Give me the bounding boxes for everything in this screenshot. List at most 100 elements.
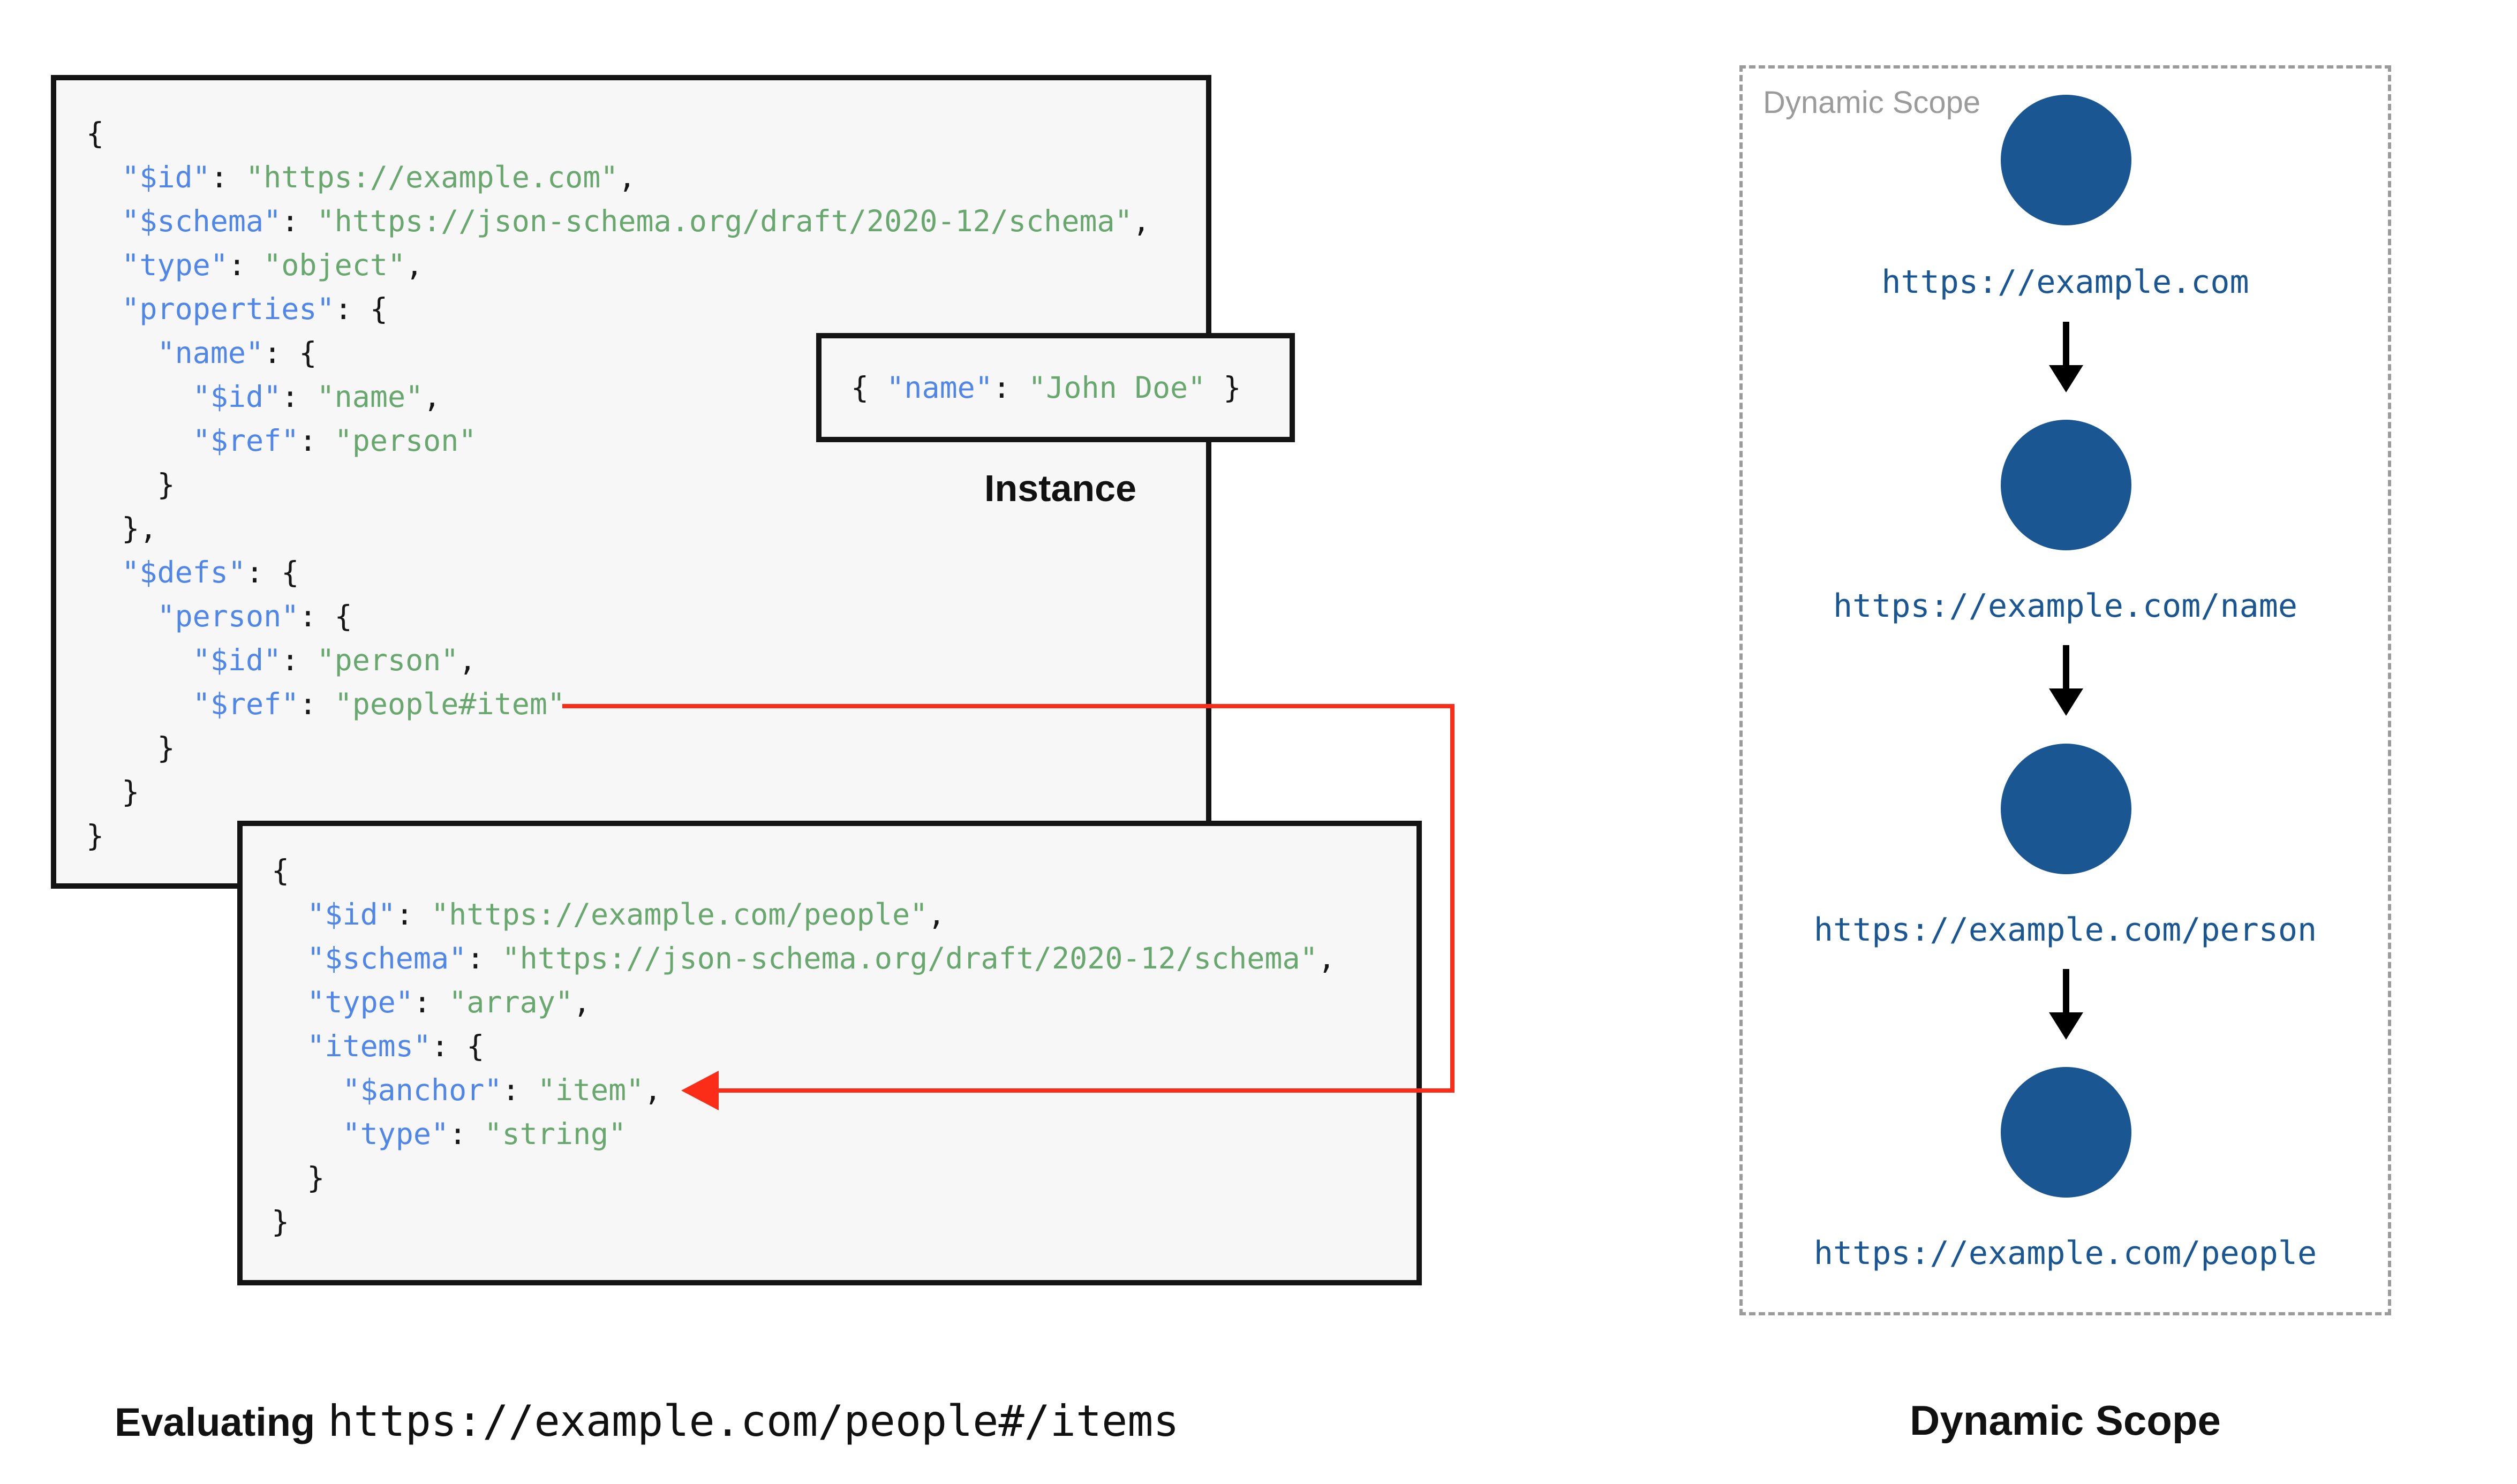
code-string: "John Doe"	[1028, 370, 1206, 405]
code-line: {	[86, 111, 1206, 155]
code-punctuation: }	[86, 467, 175, 502]
code-line: "$schema": "https://json-schema.org/draf…	[272, 936, 1416, 980]
code-punctuation: ,	[458, 643, 477, 677]
code-punctuation	[86, 336, 157, 370]
code-punctuation: }	[86, 775, 140, 809]
scope-node-url: https://example.com/person	[1813, 911, 2317, 949]
code-string: "string"	[484, 1117, 627, 1151]
code-line: }	[86, 726, 1206, 770]
code-punctuation	[272, 1029, 307, 1063]
code-punctuation	[272, 1073, 342, 1107]
schema-people-box: { "$id": "https://example.com/people", "…	[237, 821, 1422, 1285]
code-line: }	[272, 1156, 1416, 1200]
code-line: "person": {	[86, 594, 1206, 638]
code-line: "$defs": {	[86, 550, 1206, 594]
scope-node-url: https://example.com/name	[1833, 587, 2297, 625]
code-punctuation: :	[466, 941, 502, 975]
scope-node-url: https://example.com	[1881, 263, 2249, 301]
code-line: }	[272, 1200, 1416, 1244]
code-line: "type": "string"	[272, 1112, 1416, 1156]
code-punctuation: ,	[1317, 941, 1336, 975]
code-punctuation: {	[851, 370, 887, 405]
code-line: "$id": "https://example.com/people",	[272, 892, 1416, 936]
code-punctuation	[86, 160, 122, 194]
code-punctuation	[86, 643, 193, 677]
code-punctuation: :	[228, 248, 264, 282]
code-punctuation: }	[86, 731, 175, 765]
code-key: "type"	[122, 248, 228, 282]
code-line: }	[86, 814, 1206, 858]
code-key: "$schema"	[122, 204, 282, 238]
code-punctuation: :	[210, 160, 246, 194]
code-punctuation	[272, 941, 307, 975]
code-key: "$id"	[122, 160, 210, 194]
code-line: "properties": {	[86, 287, 1206, 331]
dynamic-scope-caption: Dynamic Scope	[1910, 1397, 2221, 1444]
code-line: "type": "object",	[86, 243, 1206, 287]
code-key: "$ref"	[192, 687, 299, 721]
code-string: "person"	[316, 643, 459, 677]
dynamic-scope-watermark: Dynamic Scope	[1763, 85, 1981, 120]
code-punctuation	[86, 380, 193, 414]
code-string: "https://json-schema.org/draft/2020-12/s…	[502, 941, 1318, 975]
code-punctuation: :	[502, 1073, 538, 1107]
code-punctuation: :	[395, 897, 432, 932]
code-punctuation: : {	[299, 599, 352, 633]
code-key: "type"	[307, 985, 413, 1019]
code-string: "array"	[449, 985, 573, 1019]
code-punctuation: :	[281, 204, 317, 238]
code-punctuation: }	[272, 1161, 325, 1195]
code-punctuation: }	[272, 1205, 290, 1239]
code-line: "items": {	[272, 1024, 1416, 1068]
code-string: "https://json-schema.org/draft/2020-12/s…	[316, 204, 1133, 238]
code-punctuation	[86, 292, 122, 326]
code-key: "$id"	[307, 897, 396, 932]
code-punctuation: ,	[1132, 204, 1150, 238]
code-punctuation: :	[299, 687, 335, 721]
code-key: "name"	[157, 336, 264, 370]
code-string: "https://example.com/people"	[431, 897, 928, 932]
code-punctuation: ,	[423, 380, 441, 414]
code-punctuation: : {	[263, 336, 317, 370]
code-string: "item"	[537, 1073, 644, 1107]
code-line: "$schema": "https://json-schema.org/draf…	[86, 199, 1206, 243]
code-punctuation: }	[1205, 370, 1241, 405]
scope-node-circle	[2001, 744, 2131, 874]
code-key: "properties"	[122, 292, 335, 326]
code-punctuation: :	[449, 1117, 485, 1151]
code-punctuation: ,	[572, 985, 591, 1019]
code-punctuation	[86, 248, 122, 282]
code-line: "$id": "person",	[86, 638, 1206, 682]
code-punctuation: :	[281, 643, 317, 677]
code-line: "$anchor": "item",	[272, 1068, 1416, 1112]
scope-node-circle	[2001, 420, 2131, 550]
code-punctuation: ,	[405, 248, 424, 282]
scope-node-circle	[2001, 1067, 2131, 1198]
code-string: "https://example.com"	[246, 160, 619, 194]
code-punctuation: }	[86, 819, 104, 853]
code-punctuation: : {	[246, 555, 299, 589]
code-punctuation: {	[86, 116, 104, 150]
code-line: "$id": "https://example.com",	[86, 155, 1206, 199]
code-punctuation: ,	[644, 1073, 662, 1107]
evaluating-label: Evaluating	[115, 1400, 315, 1444]
code-line: }	[86, 770, 1206, 814]
code-key: "$id"	[192, 643, 282, 677]
code-key: "$id"	[192, 380, 282, 414]
code-punctuation	[272, 897, 307, 932]
code-punctuation	[86, 555, 122, 589]
code-punctuation	[86, 687, 193, 721]
code-line: }	[86, 463, 1206, 506]
code-string: "person"	[334, 423, 477, 458]
code-key: "items"	[307, 1029, 432, 1063]
instance-box: { "name": "John Doe" }	[816, 333, 1295, 442]
code-punctuation: ,	[618, 160, 636, 194]
code-punctuation: :	[992, 370, 1029, 405]
code-punctuation: : {	[431, 1029, 485, 1063]
scope-node-url: https://example.com/people	[1813, 1235, 2317, 1272]
evaluating-caption: Evaluating https://example.com/people#/it…	[115, 1396, 1179, 1455]
code-punctuation	[86, 423, 193, 458]
code-punctuation: :	[413, 985, 449, 1019]
evaluating-uri: https://example.com/people#/items	[328, 1396, 1179, 1446]
